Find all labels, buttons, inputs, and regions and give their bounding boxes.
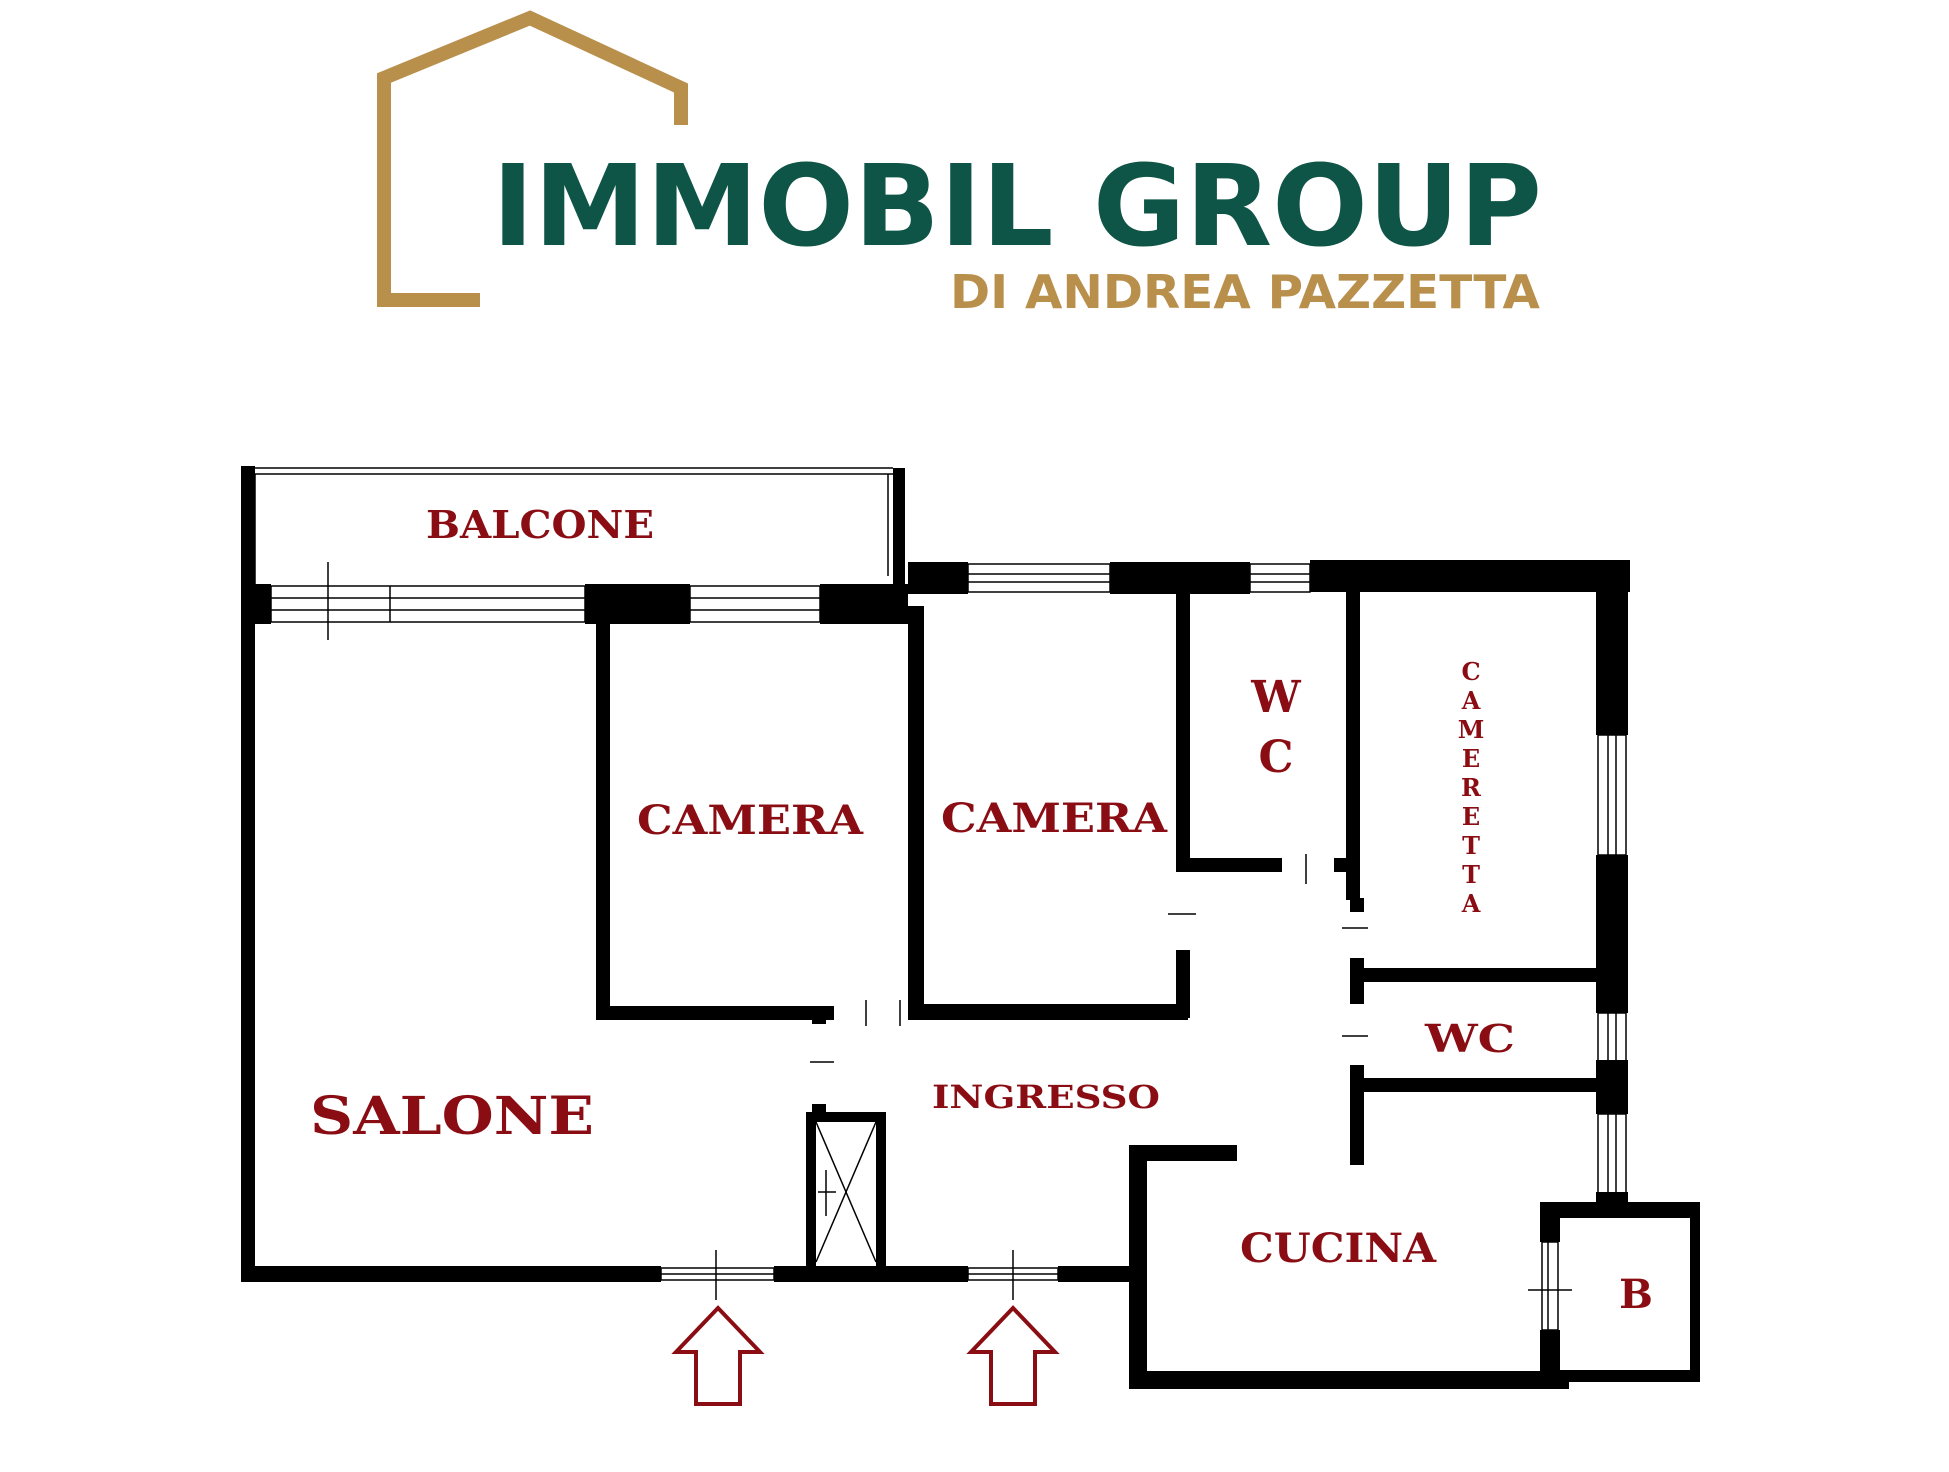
cameretta-letter: E [1462, 802, 1480, 831]
room-label-camera-1: CAMERA [637, 797, 864, 844]
logo-title: IMMOBIL GROUP [492, 142, 1542, 272]
wall [1058, 1266, 1142, 1282]
wall [1310, 560, 1630, 592]
room-label-wc-1-line-1: W [1250, 672, 1301, 723]
room-label-balcone: BALCONE [426, 502, 654, 547]
wall [908, 606, 924, 1014]
wall [806, 1112, 816, 1270]
wall [1129, 1371, 1569, 1389]
wall [1176, 950, 1190, 1018]
wall [893, 468, 905, 618]
wall [1350, 958, 1364, 1004]
wall [585, 584, 690, 624]
wall [1110, 562, 1250, 594]
wall [876, 1112, 886, 1270]
room-label-cucina: CUCINA [1240, 1225, 1437, 1272]
wall [1176, 590, 1190, 870]
cameretta-letter: A [1461, 686, 1481, 715]
walls [241, 466, 1700, 1389]
wall [596, 1006, 834, 1020]
window [689, 585, 821, 623]
window [1597, 1113, 1627, 1195]
window [1597, 734, 1627, 856]
room-label-ripostiglio: B [1619, 1271, 1653, 1318]
room-label-camera-2: CAMERA [941, 795, 1168, 842]
cameretta-letter: R [1461, 773, 1482, 802]
wall [596, 620, 610, 1020]
window [270, 585, 586, 623]
wall [1176, 858, 1282, 872]
wall [908, 562, 968, 594]
wall [241, 584, 271, 624]
entrance-arrow-left-icon [671, 1305, 765, 1406]
wall [1554, 1370, 1700, 1382]
room-label-wc-2: WC [1424, 1016, 1515, 1061]
cameretta-letter: M [1458, 715, 1485, 744]
wall [806, 1112, 886, 1122]
closet-cross [815, 1121, 877, 1263]
cameretta-letter: T [1462, 860, 1480, 889]
room-label-ingresso: INGRESSO [932, 1078, 1160, 1116]
windows [248, 467, 1627, 1331]
company-logo: IMMOBIL GROUP DI ANDREA PAZZETTA [377, 10, 1542, 319]
wall [1690, 1202, 1700, 1382]
cameretta-letter: A [1461, 889, 1481, 918]
wall [1350, 898, 1364, 912]
wall [908, 1004, 1188, 1020]
wall [820, 584, 908, 624]
wall [812, 1104, 826, 1118]
room-label-wc-1-line-2: C [1258, 732, 1293, 783]
wall [1596, 1192, 1628, 1210]
window [967, 563, 1111, 593]
cameretta-letter: C [1461, 657, 1480, 686]
entrance-arrow-right-icon [966, 1305, 1060, 1406]
window [1249, 563, 1311, 593]
cameretta-letter: T [1462, 831, 1480, 860]
window [1541, 1241, 1559, 1331]
cameretta-letter: E [1462, 744, 1480, 773]
wall [241, 466, 255, 1282]
wall [774, 1266, 968, 1282]
wall [241, 1266, 661, 1282]
entrance-arrows [671, 1305, 1060, 1406]
wall [812, 1006, 826, 1024]
wall [1350, 1078, 1600, 1092]
house-outline-icon [377, 10, 688, 307]
wall [1129, 1145, 1147, 1389]
wall [1596, 1060, 1628, 1114]
logo-subtitle: DI ANDREA PAZZETTA [950, 265, 1540, 319]
wall [1129, 1145, 1237, 1161]
wall [1350, 968, 1600, 982]
window [1597, 1012, 1627, 1062]
wall [1596, 855, 1628, 1013]
wall [1596, 560, 1628, 735]
wall [1346, 590, 1360, 900]
room-label-salone: SALONE [310, 1086, 594, 1147]
